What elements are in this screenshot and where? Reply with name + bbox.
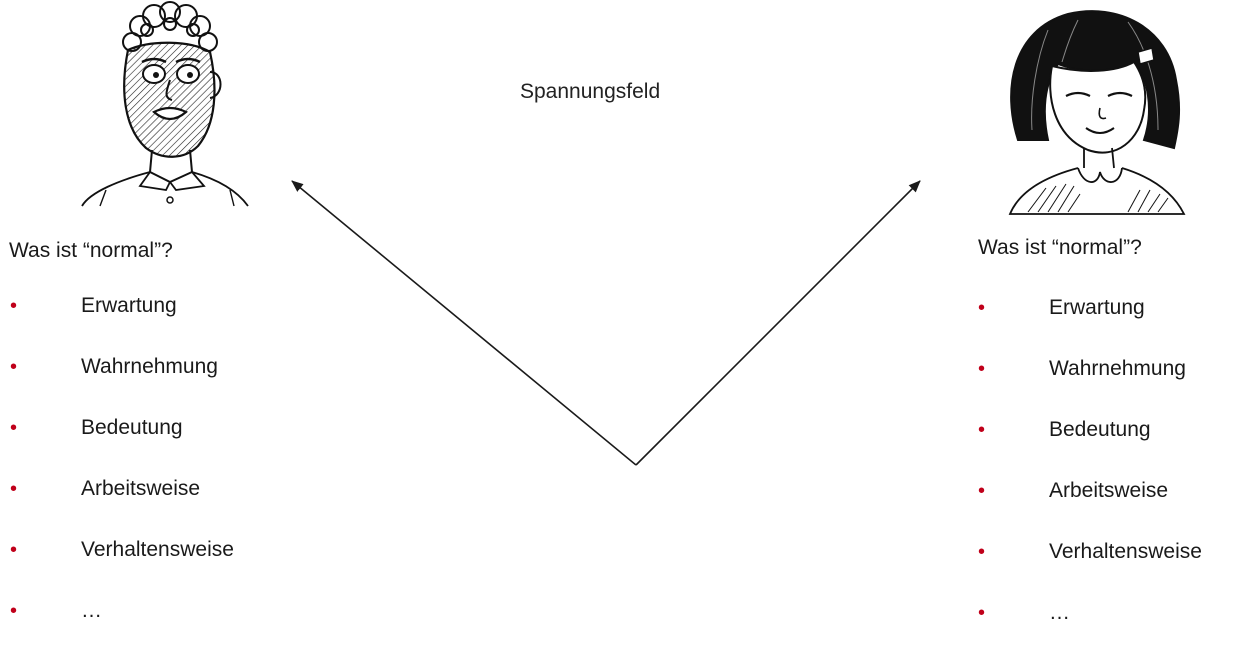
bullet-icon: • (10, 475, 17, 503)
bullet-icon: • (10, 292, 17, 320)
arrow-to-left-person (292, 181, 636, 465)
bullet-icon: • (978, 538, 985, 566)
bullet-icon: • (978, 355, 985, 383)
bullet-icon: • (978, 599, 985, 627)
bullet-icon: • (10, 414, 17, 442)
bullet-icon: • (978, 416, 985, 444)
bullet-icon: • (978, 294, 985, 322)
arrow-to-right-person (636, 181, 920, 465)
left-question: Was ist “normal”? (9, 239, 173, 263)
bullet-icon: • (10, 536, 17, 564)
bullet-icon: • (978, 477, 985, 505)
right-question: Was ist “normal”? (978, 236, 1142, 260)
bullet-icon: • (10, 353, 17, 381)
